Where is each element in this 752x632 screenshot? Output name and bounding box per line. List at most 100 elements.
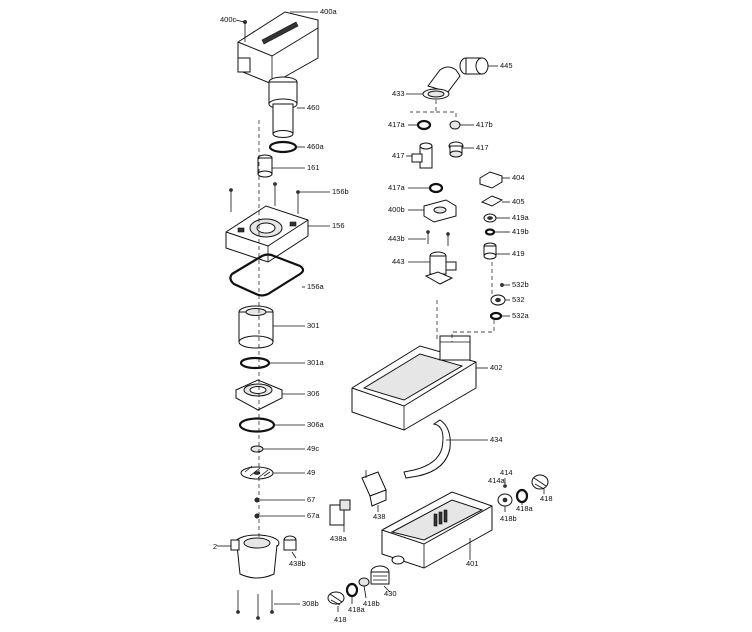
part-418-connector-bottom — [327, 591, 345, 606]
guide-line-2 — [451, 320, 495, 342]
part-419-plug — [483, 242, 497, 260]
label-67: 67 — [307, 495, 315, 504]
label-433: 433 — [392, 89, 405, 98]
part-433-elbow — [422, 66, 461, 100]
part-430-fitting — [370, 565, 390, 585]
label-156a: 156a — [307, 282, 325, 291]
label-405: 405 — [512, 197, 525, 206]
part-308b-screws — [236, 590, 274, 620]
part-67a-washer — [254, 513, 260, 519]
part-400a-cover — [237, 11, 319, 85]
label-417a-1: 417a — [388, 120, 406, 129]
part-418a-ring-bottom — [345, 582, 359, 598]
part-400b-bracket — [423, 199, 457, 223]
part-419a-washer — [483, 213, 497, 223]
part-417-nipple-right — [448, 141, 464, 158]
label-402: 402 — [490, 363, 503, 372]
label-404: 404 — [512, 173, 525, 182]
part-402-housing — [351, 335, 477, 431]
label-400a: 400a — [320, 7, 338, 16]
label-301a: 301a — [307, 358, 325, 367]
part-417a-ring-2 — [428, 182, 444, 194]
part-404-cap — [479, 171, 503, 189]
label-434: 434 — [490, 435, 503, 444]
label-417-right: 417 — [476, 143, 489, 152]
part-306a-oring — [238, 417, 276, 433]
label-443b: 443b — [388, 234, 405, 243]
part-301a-oring — [239, 356, 271, 370]
leader-400c — [235, 19, 245, 23]
label-419b: 419b — [512, 227, 529, 236]
label-419: 419 — [512, 249, 525, 258]
label-417a-2: 417a — [388, 183, 406, 192]
label-400c: 400c — [220, 15, 237, 24]
part-532b-screw — [500, 283, 504, 287]
part-418b-nut-bottom — [358, 577, 370, 587]
part-445-inlet — [459, 57, 489, 75]
label-532a: 532a — [512, 311, 530, 320]
guide-line-4 — [410, 100, 457, 120]
label-438: 438 — [373, 512, 386, 521]
part-418a-ring-right — [515, 488, 529, 504]
label-418-bottom: 418 — [334, 615, 347, 624]
part-418-connector-right — [531, 474, 549, 490]
label-306: 306 — [307, 389, 320, 398]
part-438-valve — [361, 470, 387, 507]
label-532b: 532b — [512, 280, 529, 289]
label-161: 161 — [307, 163, 320, 172]
label-460: 460 — [307, 103, 320, 112]
label-67a: 67a — [307, 511, 320, 520]
label-418a-bottom: 418a — [348, 605, 366, 614]
part-2-pump-housing — [230, 534, 280, 579]
part-401-tank — [381, 491, 493, 569]
part-417-tee-left — [411, 142, 433, 169]
label-419a: 419a — [512, 213, 530, 222]
label-401: 401 — [466, 559, 479, 568]
label-460a: 460a — [307, 142, 325, 151]
part-443-valve — [424, 251, 457, 285]
part-434-hose — [403, 419, 451, 479]
part-156a-gasket — [229, 253, 305, 297]
part-438a-connector — [329, 499, 351, 532]
part-156b-screws — [229, 182, 300, 214]
label-532: 532 — [512, 295, 525, 304]
label-418-right: 418 — [540, 494, 553, 503]
label-49: 49 — [307, 468, 315, 477]
label-417b: 417b — [476, 120, 493, 129]
part-414-pin — [503, 484, 507, 488]
label-2: 2 — [213, 542, 217, 551]
part-532-nut — [490, 294, 506, 306]
part-418b-nut-right — [497, 493, 513, 507]
label-443: 443 — [392, 257, 405, 266]
label-49c: 49c — [307, 444, 319, 453]
part-438b-coupling — [283, 535, 297, 551]
label-418b-bottom: 418b — [363, 599, 380, 608]
part-405-plate — [480, 195, 504, 207]
label-308b: 308b — [302, 599, 319, 608]
label-438b: 438b — [289, 559, 306, 568]
label-414: 414 — [500, 468, 513, 477]
label-417-left: 417 — [392, 151, 405, 160]
part-419b-ring — [484, 228, 496, 236]
part-417b-ring — [449, 120, 461, 130]
label-414a: 414a — [488, 476, 506, 485]
label-438a: 438a — [330, 534, 348, 543]
part-443b-screws — [426, 230, 450, 246]
label-418b-right: 418b — [500, 514, 517, 523]
part-301-canister — [238, 305, 274, 349]
part-49-impeller — [240, 465, 274, 480]
label-418a-right: 418a — [516, 504, 534, 513]
part-156-bracket — [225, 205, 309, 263]
label-445: 445 — [500, 61, 513, 70]
part-417a-ring-1 — [416, 119, 432, 131]
part-67-nut — [254, 497, 260, 503]
part-460-neck — [268, 76, 298, 138]
part-460a-oring — [268, 140, 298, 154]
label-306a: 306a — [307, 420, 325, 429]
label-400b: 400b — [388, 205, 405, 214]
label-301: 301 — [307, 321, 320, 330]
label-156b: 156b — [332, 187, 349, 196]
part-161-sleeve — [257, 154, 273, 178]
part-49c-washer — [250, 445, 264, 453]
